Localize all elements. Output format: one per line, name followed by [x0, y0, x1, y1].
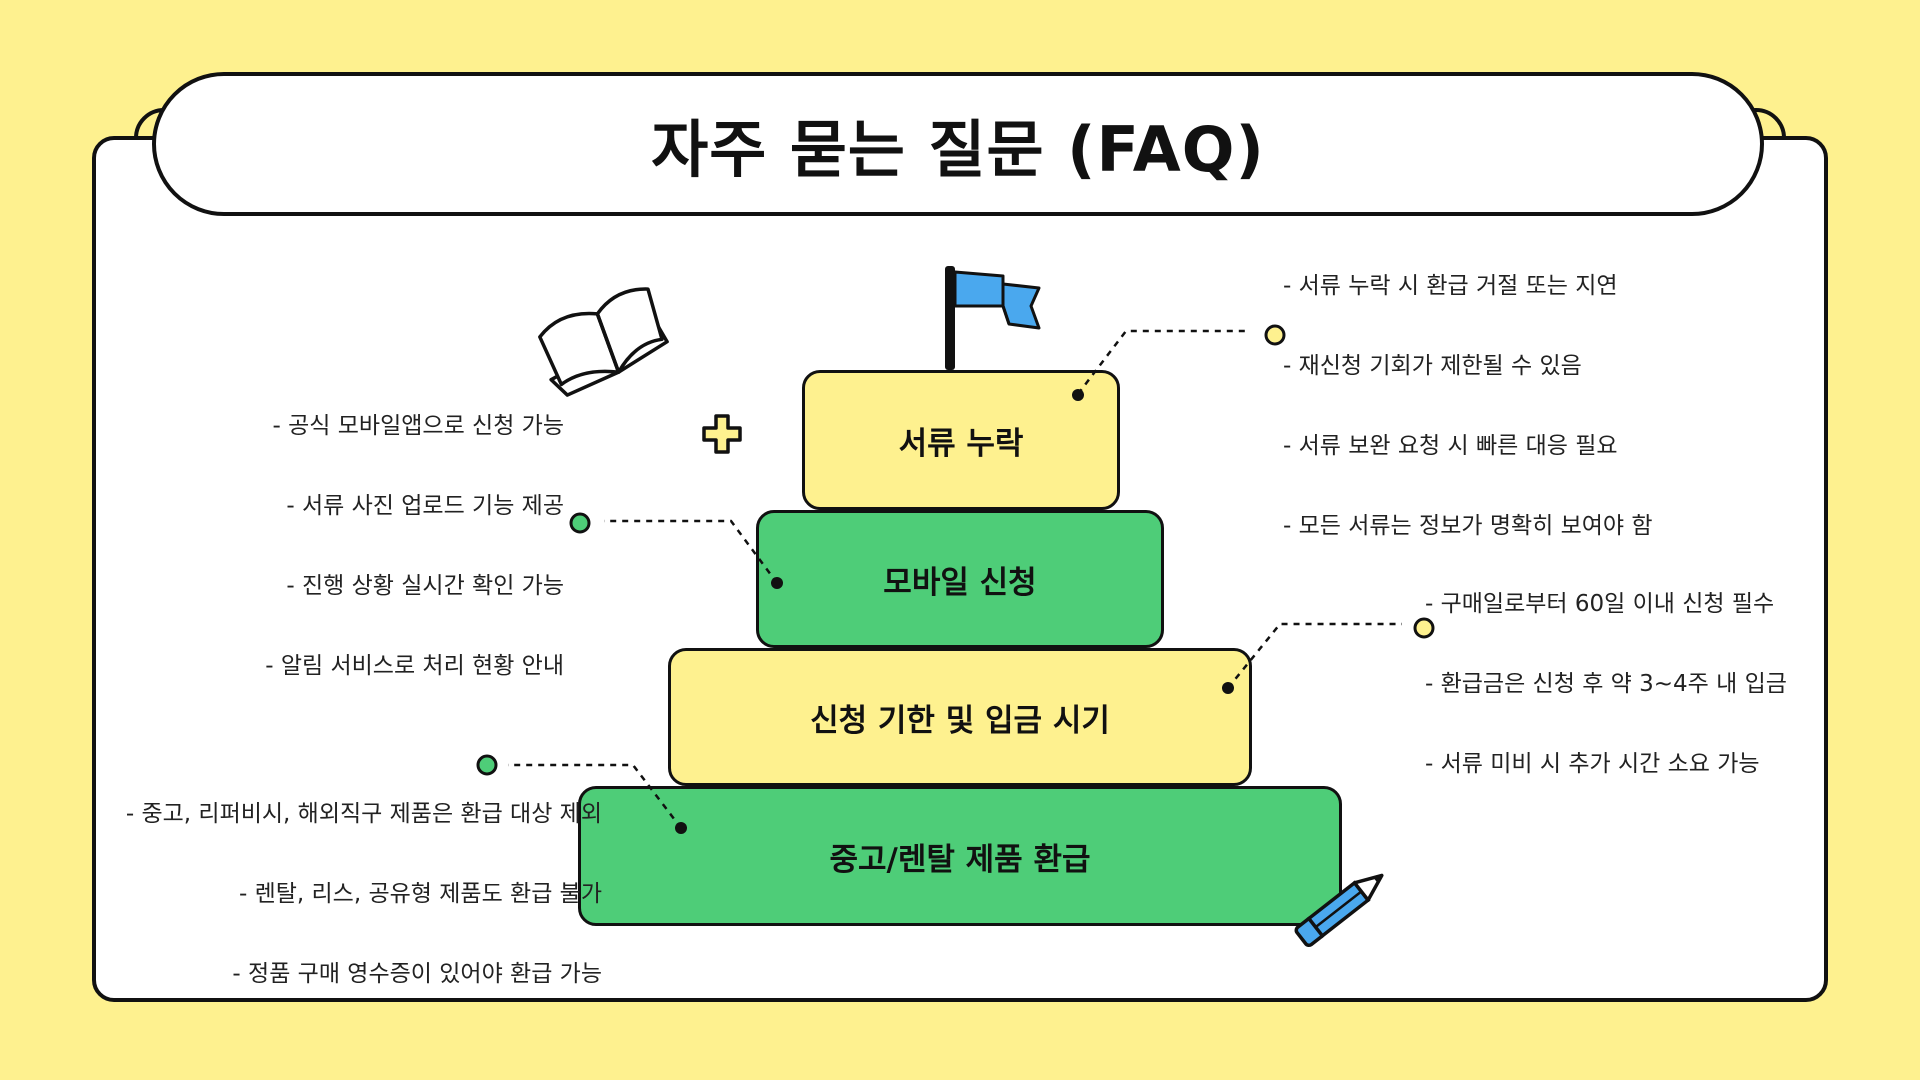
connector-used-rental: [508, 763, 682, 829]
mobile-bullet-1: - 공식 모바일앱으로 신청 가능: [272, 413, 564, 439]
book-icon: [538, 287, 669, 397]
tier-label: 신청 기한 및 입금 시기: [810, 702, 1110, 739]
tier-used-rental: 중고/렌탈 제품 환급: [578, 786, 1342, 926]
used-rental-bullet-2: - 렌탈, 리스, 공유형 제품도 환급 불가: [238, 881, 602, 907]
dot-end-missing-docs: [1264, 324, 1286, 346]
missing-docs-bullet-4: - 모든 서류는 정보가 명확히 보여야 함: [1283, 513, 1653, 539]
title-banner: 자주 묻는 질문 (FAQ): [152, 72, 1764, 216]
dot-anchor-deadline: [1222, 682, 1234, 694]
pencil-icon: [1294, 873, 1384, 948]
dot-end-used-rental: [476, 754, 498, 776]
missing-docs-bullet-2: - 재신청 기회가 제한될 수 있음: [1283, 353, 1582, 379]
missing-docs-bullet-1: - 서류 누락 시 환급 거절 또는 지연: [1283, 273, 1618, 299]
used-rental-bullet-3: - 정품 구매 영수증이 있어야 환급 가능: [232, 961, 602, 987]
tier-label: 중고/렌탈 제품 환급: [829, 841, 1091, 878]
tier-missing-docs: 서류 누락: [802, 370, 1120, 510]
mobile-bullet-4: - 알림 서비스로 처리 현황 안내: [265, 653, 564, 679]
connector-deadline: [1227, 622, 1402, 689]
tier-deadline: 신청 기한 및 입금 시기: [668, 648, 1252, 786]
deadline-bullet-2: - 환급금은 신청 후 약 3~4주 내 입금: [1425, 671, 1787, 697]
tier-label: 모바일 신청: [883, 564, 1037, 601]
tier-label: 서류 누락: [898, 425, 1024, 462]
connector-missing-docs: [1077, 329, 1250, 395]
deadline-bullet-3: - 서류 미비 시 추가 시간 소요 가능: [1425, 751, 1760, 777]
flag-icon: [945, 266, 1041, 370]
dot-anchor-used-rental: [675, 822, 687, 834]
tier-mobile: 모바일 신청: [756, 510, 1164, 648]
dot-end-mobile: [569, 512, 591, 534]
missing-docs-bullet-3: - 서류 보완 요청 시 빠른 대응 필요: [1283, 433, 1618, 459]
dot-anchor-mobile: [771, 577, 783, 589]
dot-end-deadline: [1413, 617, 1435, 639]
plus-icon: [702, 414, 742, 454]
mobile-bullet-2: - 서류 사진 업로드 기능 제공: [286, 493, 564, 519]
page-title: 자주 묻는 질문 (FAQ): [651, 113, 1265, 186]
connector-mobile: [604, 519, 779, 584]
deadline-bullet-1: - 구매일로부터 60일 이내 신청 필수: [1425, 591, 1775, 617]
mobile-bullet-3: - 진행 상황 실시간 확인 가능: [286, 573, 564, 599]
used-rental-bullet-1: - 중고, 리퍼비시, 해외직구 제품은 환급 대상 제외: [125, 801, 602, 827]
dot-anchor-missing-docs: [1072, 389, 1084, 401]
